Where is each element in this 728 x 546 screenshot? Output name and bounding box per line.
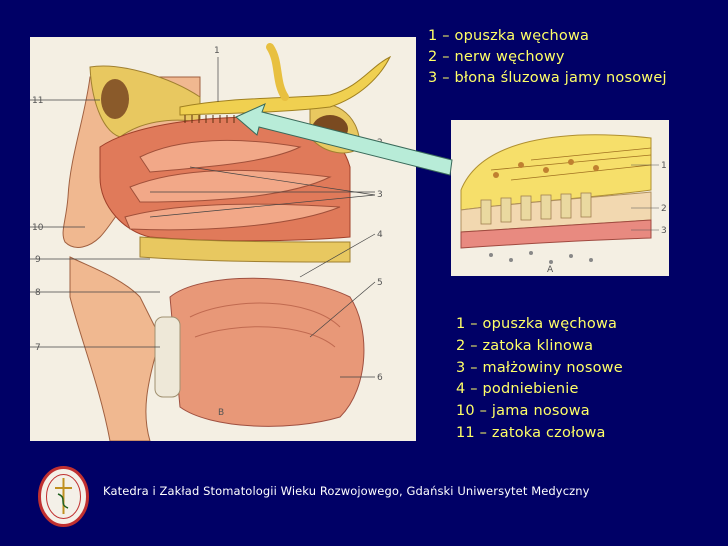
legend-top-item: 3 – błona śluzowa jamy nosowej (428, 70, 667, 86)
label-10: 10 (32, 223, 44, 233)
label-5: 5 (377, 278, 383, 288)
legend-bottom-item: 4 – podniebienie (456, 381, 579, 398)
label-b: B (218, 408, 224, 418)
label-2: 2 (377, 138, 383, 148)
legend-bottom-item: 1 – opuszka węchowa (456, 316, 618, 332)
label-6: 6 (377, 373, 383, 383)
legend-bottom-item: 11 – zatoka czołowa (456, 424, 606, 441)
label-1: 1 (214, 46, 220, 56)
legend-bottom-item: 10 – jama nosowa (456, 403, 590, 420)
inset-label-2: 2 (661, 204, 667, 214)
legend-top-item: 2 – nerw węchowy (428, 49, 565, 65)
olfactory-epithelium-figure: 1 2 3 A (451, 120, 669, 276)
legend-bottom-item: 3 – małżowiny nosowe (456, 359, 623, 376)
legend-top: 1 – opuszka węchowa 2 – nerw węchowy 3 –… (428, 26, 667, 89)
label-11: 11 (32, 96, 43, 106)
legend-bottom: 1 – opuszka węchowa 2 – zatoka klinowa 3… (456, 314, 623, 445)
inset-label-3: 3 (661, 226, 667, 236)
label-7: 7 (35, 343, 41, 353)
label-4: 4 (377, 230, 383, 240)
label-8: 8 (35, 288, 41, 298)
nasal-cavity-figure: 1 2 3 4 5 6 7 8 9 10 11 B (30, 37, 416, 441)
legend-top-item: 1 – opuszka węchowa (428, 28, 590, 44)
inset-label-a: A (547, 265, 554, 275)
footer-credit: Katedra i Zakład Stomatologii Wieku Rozw… (103, 484, 590, 498)
label-3: 3 (377, 190, 383, 200)
inset-label-1: 1 (661, 161, 667, 171)
legend-bottom-item: 2 – zatoka klinowa (456, 337, 594, 354)
label-9: 9 (35, 255, 41, 265)
university-logo-icon (38, 466, 89, 527)
